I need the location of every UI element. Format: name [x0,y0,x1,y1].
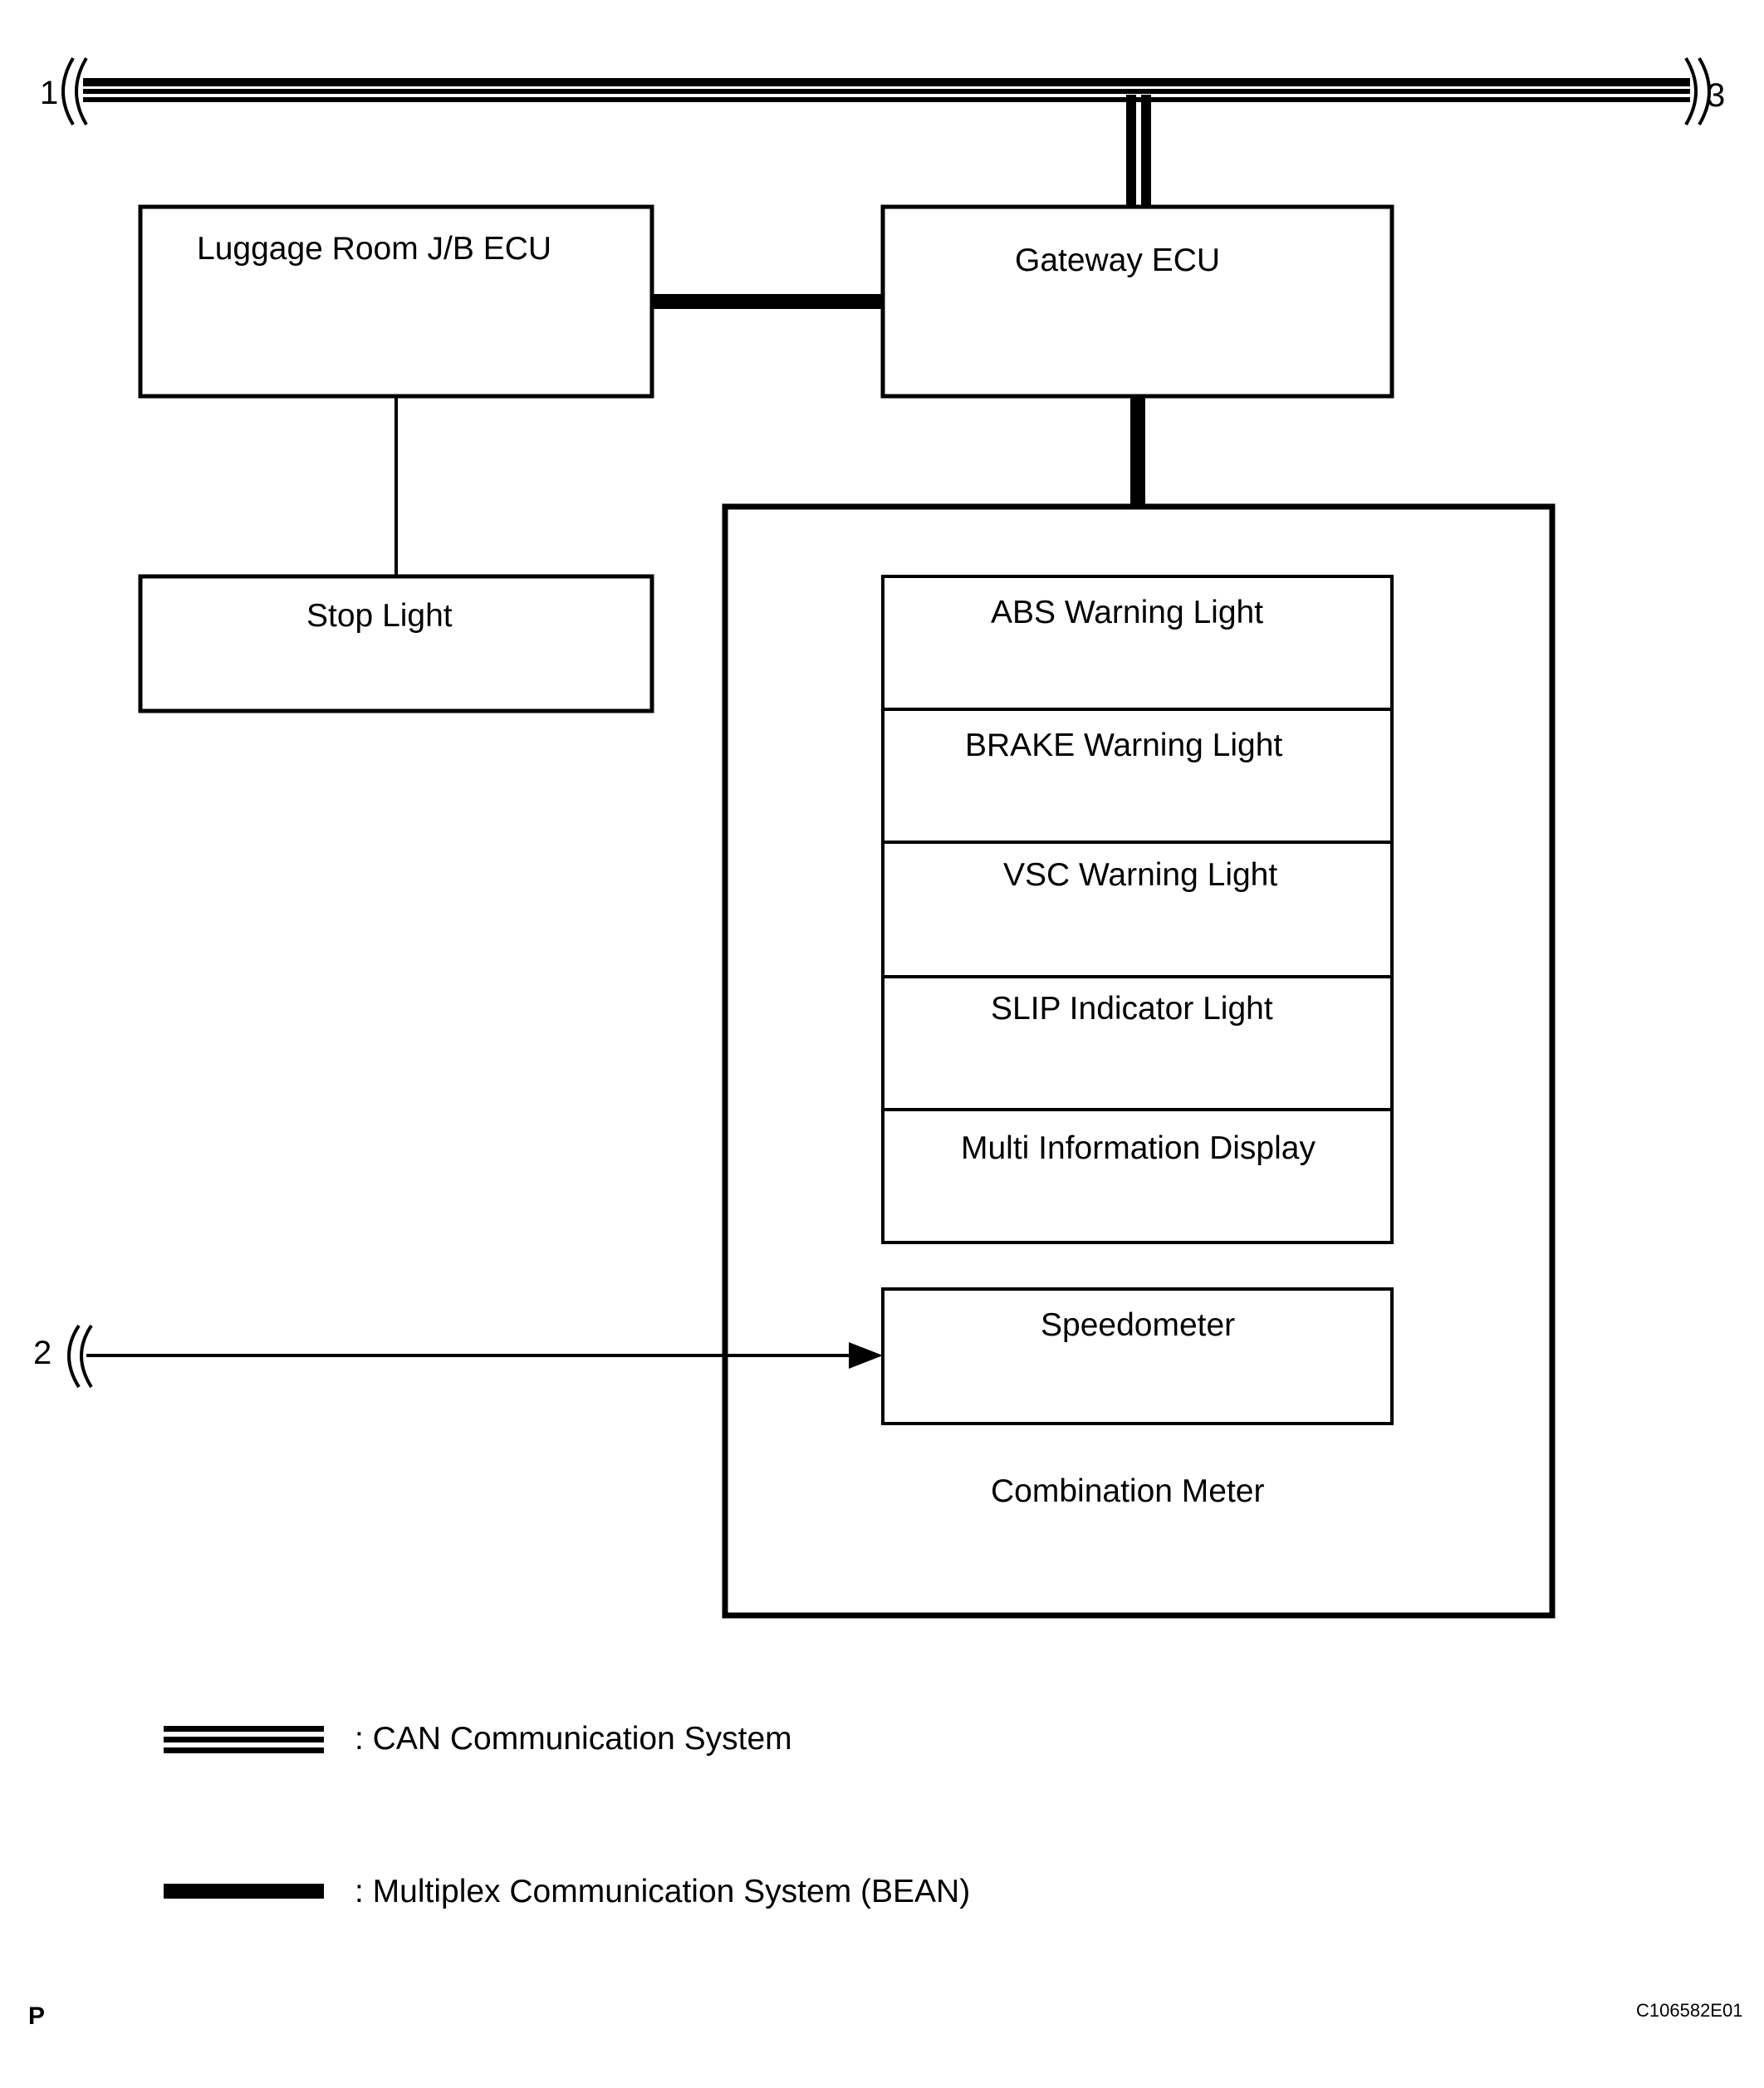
can-drop-to-gateway [1126,95,1151,208]
bean-link-luggage-gateway [652,294,883,309]
slip-indicator-light-label: SLIP Indicator Light [991,991,1273,1027]
connector-label-3: 3 [1707,77,1725,114]
gateway-ecu-label: Gateway ECU [1015,243,1220,278]
can-bus-top [83,78,1690,102]
brake-warning-light-cell [881,708,1394,844]
brake-warning-light-label: BRAKE Warning Light [965,728,1282,763]
stop-light-box [138,574,654,713]
corner-label: P [28,2002,45,2030]
vsc-warning-light-label: VSC Warning Light [1003,857,1277,893]
multi-information-display-label: Multi Information Display [961,1130,1316,1166]
speedometer-label: Speedometer [1041,1307,1235,1343]
bean-link-gateway-meter [1130,396,1145,505]
connector-label-2: 2 [33,1335,51,1371]
legend-bean-label: : Multiplex Communication System (BEAN) [355,1874,970,1909]
legend-bean-symbol [164,1884,324,1899]
legend-can-symbol [164,1726,324,1753]
abs-warning-light-label: ABS Warning Light [991,595,1263,630]
break-mark-left-top [61,56,88,126]
stop-light-label: Stop Light [306,598,453,634]
figure-code: C106582E01 [1636,2000,1742,2021]
gateway-ecu-box [880,204,1394,399]
luggage-room-jb-ecu-label: Luggage Room J/B ECU [197,231,551,267]
abs-warning-light-cell [881,575,1394,711]
luggage-room-jb-ecu-box [138,204,654,399]
legend-can-label: : CAN Communication System [355,1721,792,1757]
arrow-head-icon [849,1342,883,1369]
vsc-warning-light-cell [881,841,1394,978]
break-mark-right-top [1684,56,1711,126]
multi-information-display-cell [881,1108,1394,1244]
break-mark-left-bottom [67,1324,93,1389]
slip-indicator-light-cell [881,975,1394,1111]
connector-label-1: 1 [40,75,58,111]
speedometer-box [881,1287,1394,1425]
combination-meter-label: Combination Meter [991,1473,1264,1509]
